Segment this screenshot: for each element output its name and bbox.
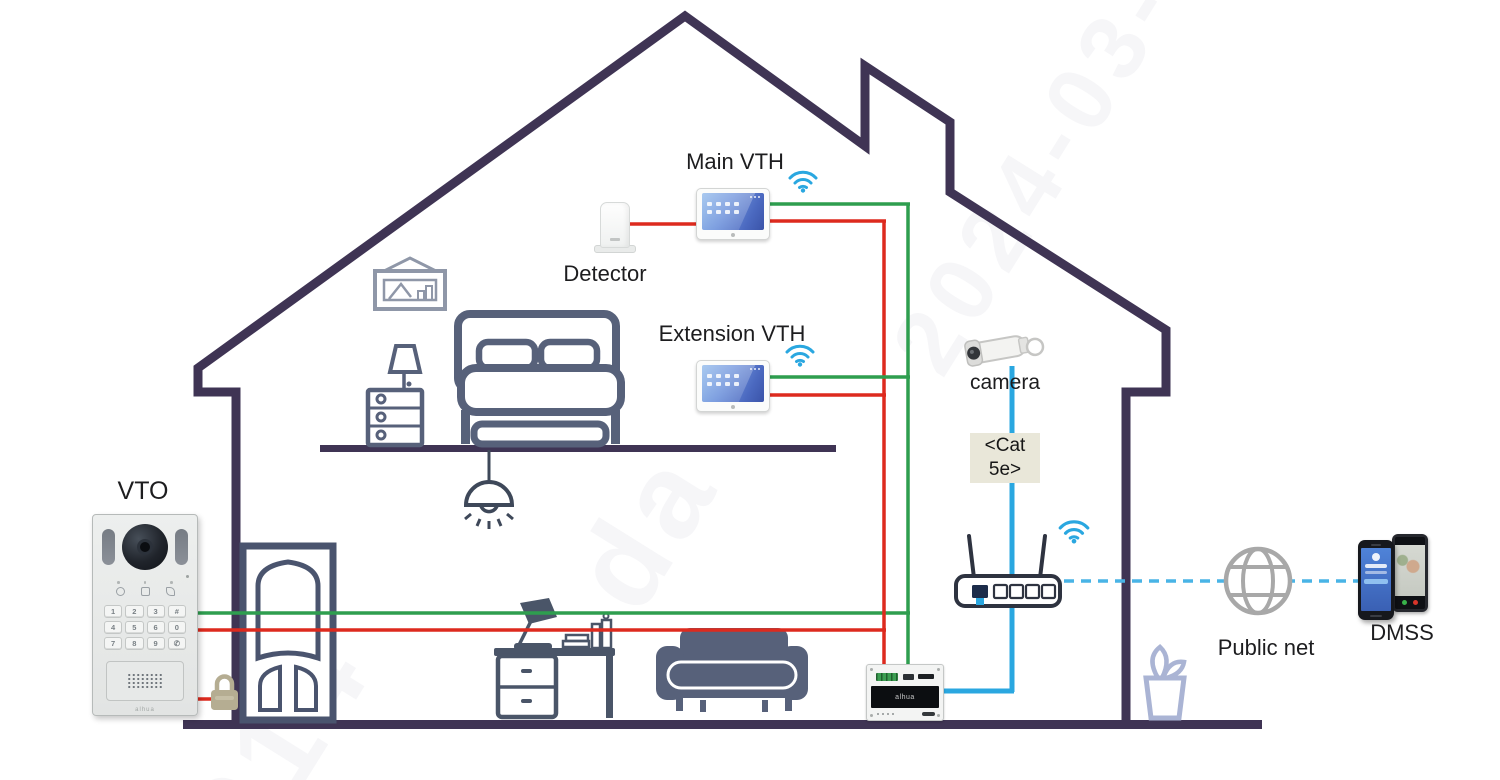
dmss-video-preview <box>1395 545 1425 596</box>
extension-vth-device <box>696 360 770 412</box>
house-walls-roof-chimney <box>193 10 1171 720</box>
vto-key: # <box>167 605 186 618</box>
router-wan-port <box>972 585 988 598</box>
picture-frame <box>373 256 447 311</box>
vto-key: 7 <box>104 637 123 650</box>
vto-monitor-icon <box>140 587 150 596</box>
wires <box>197 202 1360 701</box>
cat5e-line2: 5e> <box>988 459 1022 480</box>
vto-camera-dome <box>122 524 168 570</box>
vto-mic-hole <box>186 575 189 578</box>
wifi-icon <box>1058 520 1090 544</box>
switch-connector <box>918 674 934 679</box>
public-net-globe-icon <box>1223 546 1293 616</box>
main-vth-label: Main VTH <box>686 149 784 174</box>
extension-vth-screen <box>702 365 764 402</box>
main-vth-device <box>696 188 770 240</box>
camera-mount <box>1025 337 1045 357</box>
main-vth-screen <box>702 193 764 230</box>
dmss-call-phone <box>1392 534 1428 612</box>
vto-lens <box>137 539 153 555</box>
vto-speaker-holes <box>127 673 163 689</box>
answer-call-icon <box>1402 600 1407 605</box>
wifi-icon <box>785 344 815 367</box>
house-outline <box>183 10 1262 729</box>
vto-key: 0 <box>167 621 186 634</box>
switch-terminal-block <box>876 672 898 681</box>
detector-slot <box>610 238 620 241</box>
camera-label: camera <box>969 371 1041 394</box>
router <box>954 534 1062 608</box>
table-lamp <box>387 344 423 374</box>
switch-brand-logo: alhua <box>895 693 915 701</box>
books <box>561 612 613 650</box>
nightstand <box>365 344 425 448</box>
router-lan-port <box>1008 583 1025 600</box>
vto-speaker-button <box>106 661 184 701</box>
door-lock-icon <box>211 674 238 710</box>
dmss-app-icon <box>1372 553 1380 561</box>
vto-unlock-icon <box>115 587 125 596</box>
vto-key: 1 <box>104 605 123 618</box>
dmss-login-screen <box>1361 548 1391 611</box>
vto-label: VTO <box>117 477 169 505</box>
dmss-login-phone <box>1358 540 1394 620</box>
sofa <box>656 628 808 712</box>
bed <box>454 310 625 448</box>
detector-device <box>600 202 630 248</box>
vto-call-icon <box>165 587 175 596</box>
end-call-icon <box>1413 600 1418 605</box>
vto-key: 5 <box>125 621 144 634</box>
router-lan-port <box>1040 583 1057 600</box>
cat5e-line1: <Cat <box>984 435 1026 457</box>
dmss-label: DMSS <box>1370 620 1434 645</box>
plant-icon <box>1143 644 1187 721</box>
desk-lamp <box>514 598 557 650</box>
detector-label: Detector <box>563 261 647 286</box>
camera-lens <box>967 346 981 360</box>
floor-line <box>183 720 1262 729</box>
mattress <box>457 364 625 416</box>
bullet-camera <box>964 335 1045 367</box>
switch-front-panel: alhua <box>871 686 939 708</box>
seat-cushion <box>666 660 798 690</box>
public-net-label: Public net <box>1217 635 1315 660</box>
vto-device: 1 2 3 # 4 5 6 0 7 8 9 ✆ alhua <box>92 514 198 716</box>
vto-brand-logo: alhua <box>135 707 155 713</box>
dmss-login-button <box>1364 579 1388 584</box>
dmss-call-screen <box>1395 537 1425 609</box>
vto-key: 4 <box>104 621 123 634</box>
router-lan-port <box>1024 583 1041 600</box>
switch-port <box>902 673 914 680</box>
vto-keypad: 1 2 3 # 4 5 6 0 7 8 9 ✆ <box>104 605 186 650</box>
two-wire-switch-device: alhua <box>866 664 944 721</box>
extension-vth-home-button <box>731 404 735 409</box>
router-antenna <box>1038 534 1047 580</box>
vto-key: 2 <box>125 605 144 618</box>
dmss-phones <box>1358 534 1428 620</box>
router-lan-port <box>992 583 1009 600</box>
ceiling-lamp <box>463 450 515 529</box>
wifi-icon <box>788 170 818 193</box>
bedroom-floor-line <box>320 445 836 452</box>
main-vth-home-button <box>731 232 735 237</box>
door <box>239 542 337 724</box>
vto-mic-slot-right <box>175 529 188 565</box>
vto-mic-slot-left <box>102 529 115 565</box>
vto-key: 6 <box>146 621 165 634</box>
vto-key: 9 <box>146 637 165 650</box>
vto-status-leds <box>93 581 197 584</box>
footboard <box>470 420 610 448</box>
vto-key: 3 <box>146 605 165 618</box>
vto-key: ✆ <box>167 637 186 650</box>
switch-dip <box>922 711 935 716</box>
router-antenna <box>967 534 976 580</box>
vto-key: 8 <box>125 637 144 650</box>
extension-vth-label: Extension VTH <box>658 321 806 346</box>
cat5e-cable-tag: <Cat 5e> <box>970 433 1040 483</box>
